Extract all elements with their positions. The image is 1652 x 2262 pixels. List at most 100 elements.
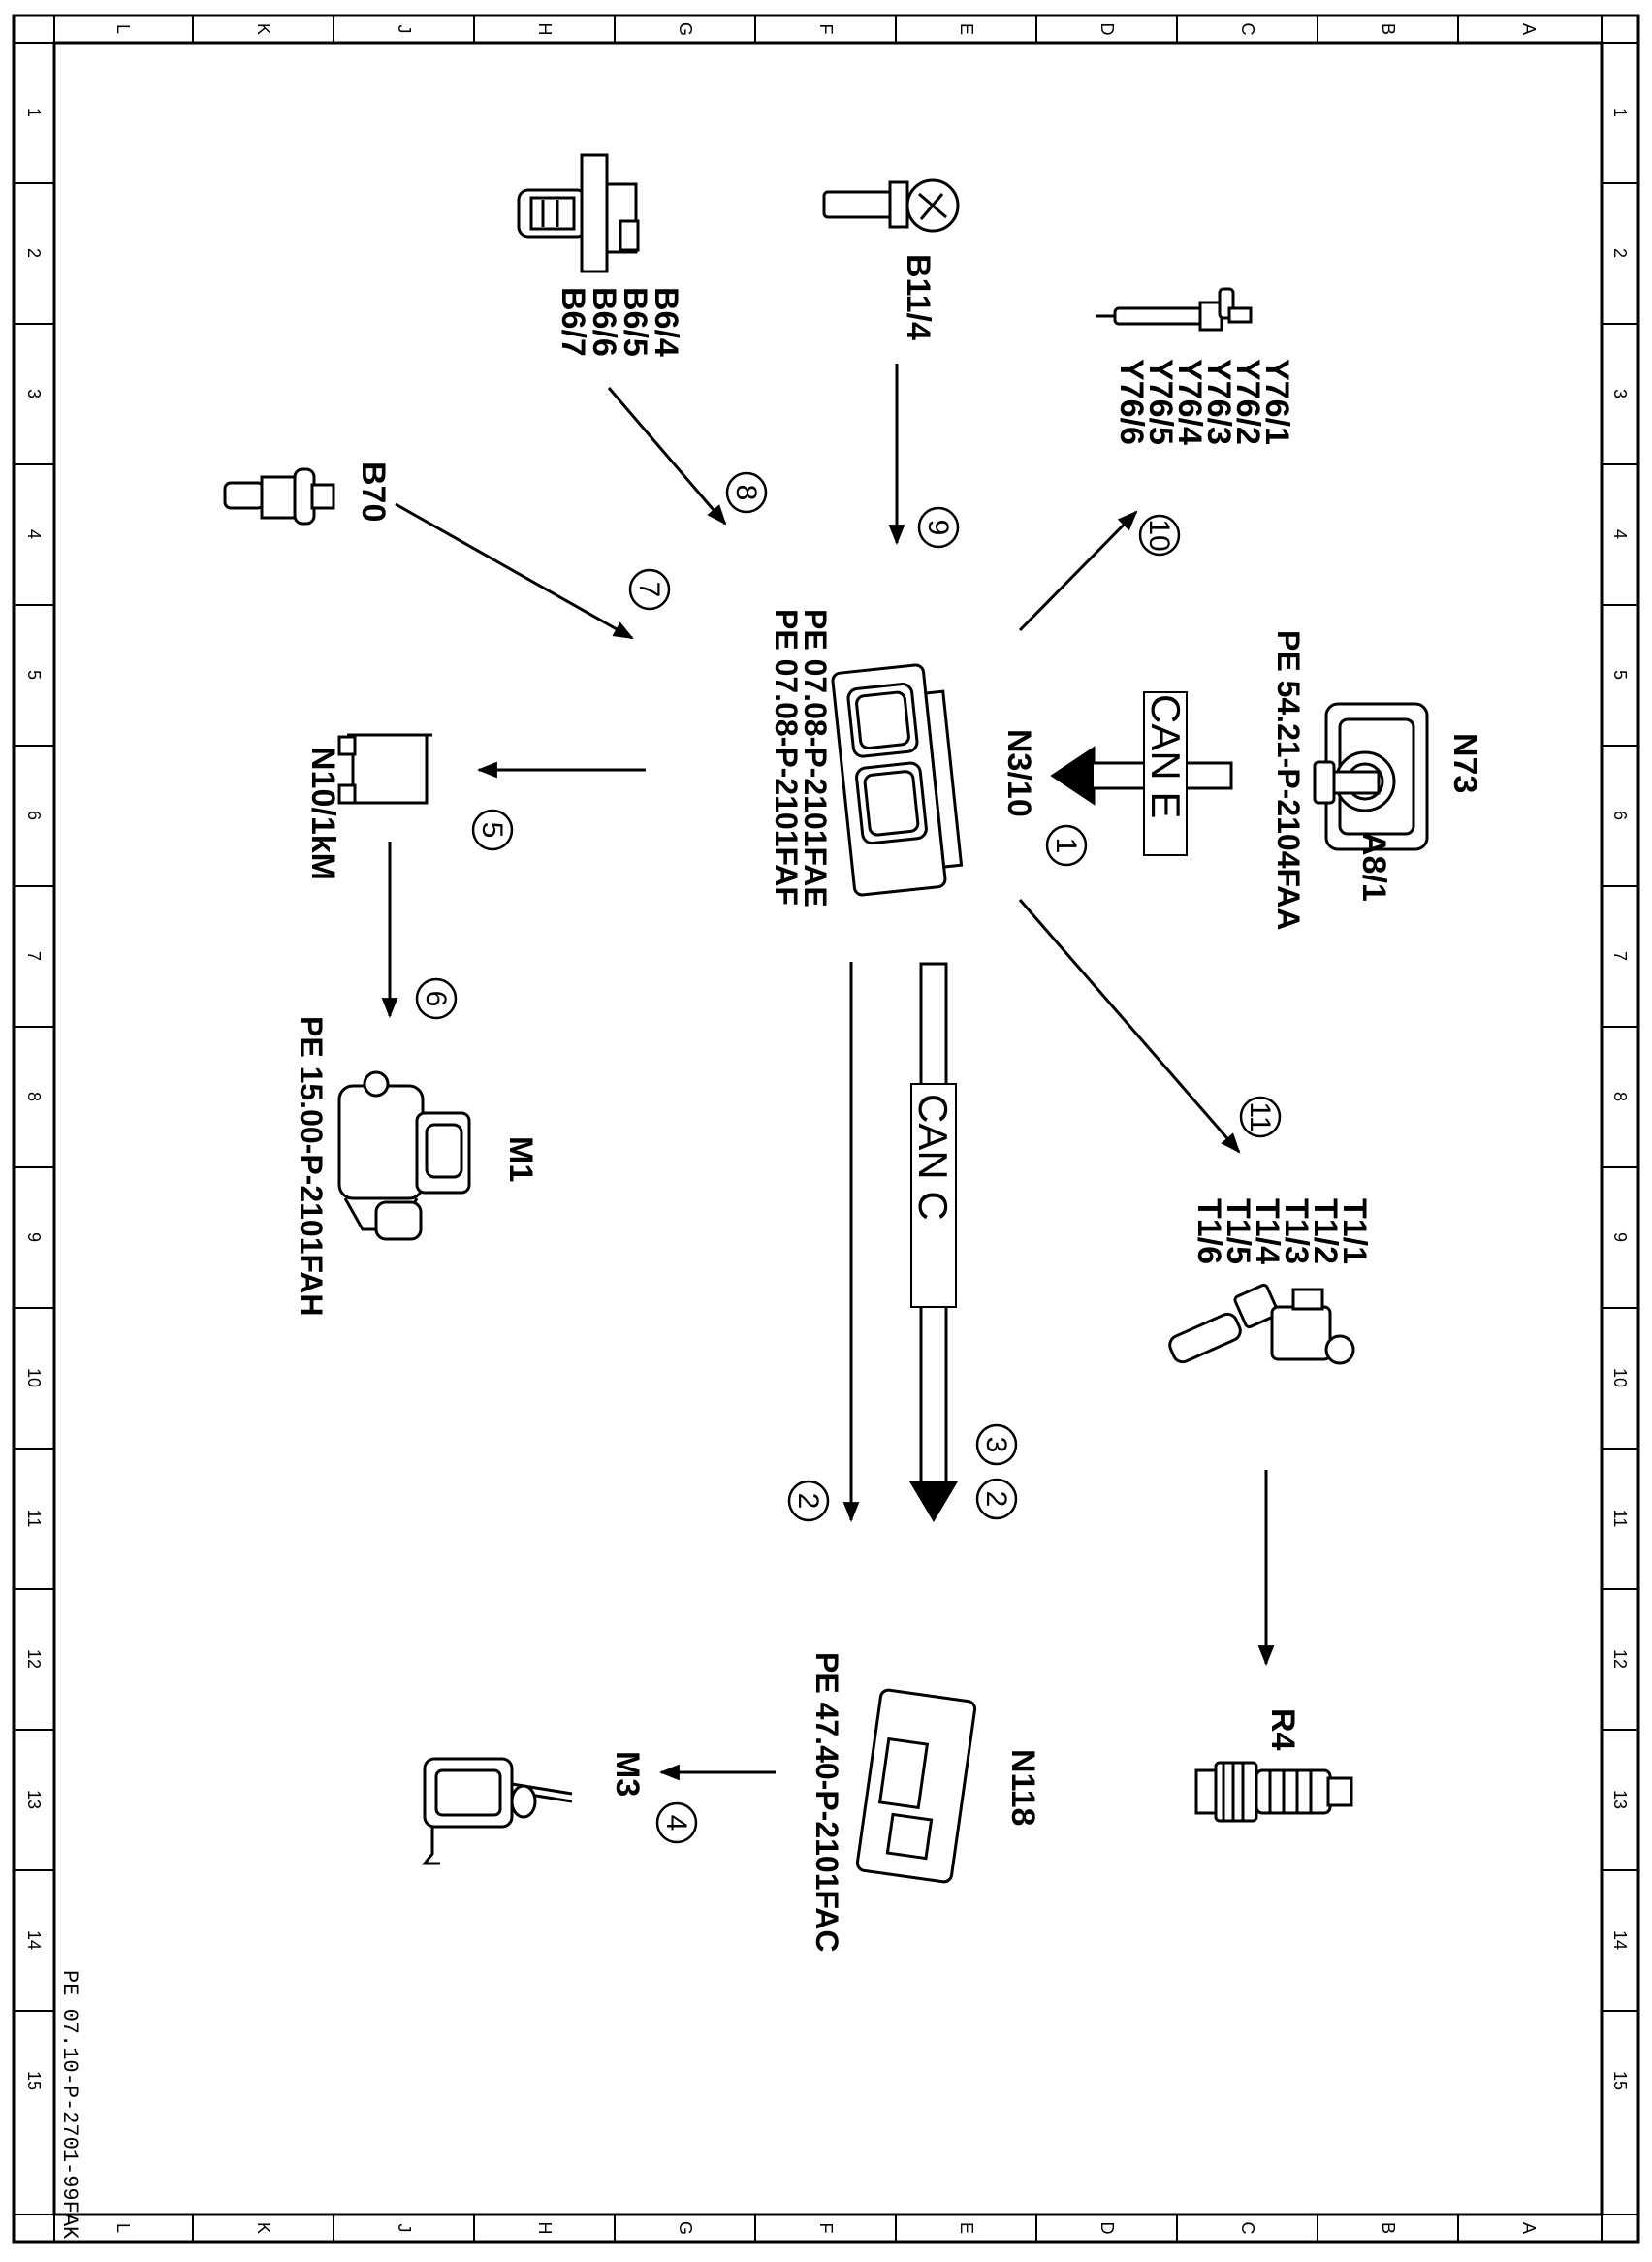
svg-text:J: J [395, 25, 414, 34]
svg-text:N3/10: N3/10 [1001, 729, 1037, 817]
svg-text:A: A [1519, 23, 1539, 35]
n73-ignition-icon [1313, 702, 1429, 851]
svg-text:5: 5 [1610, 670, 1630, 680]
svg-text:H: H [535, 2222, 555, 2235]
number-s9: 9 [922, 520, 954, 536]
svg-text:CAN C: CAN C [910, 1094, 956, 1221]
row-label-right: 6 [1610, 811, 1630, 820]
svg-text:L: L [113, 24, 133, 34]
svg-text:Y76/2: Y76/2 [1229, 359, 1266, 445]
svg-text:T1/5: T1/5 [1220, 1198, 1256, 1264]
svg-text:F: F [816, 2223, 836, 2234]
svg-text:D: D [1097, 2222, 1117, 2235]
number-s2a: 2 [792, 1493, 824, 1510]
svg-text:6: 6 [1610, 811, 1630, 820]
column-ticks [192, 16, 1459, 2242]
svg-text:N73: N73 [1446, 733, 1483, 793]
svg-text:E: E [957, 23, 976, 35]
svg-text:C: C [1238, 2222, 1257, 2235]
svg-text:4: 4 [1610, 529, 1630, 539]
row-label-left: 15 [24, 2071, 44, 2090]
column-label-top: A [1519, 23, 1539, 35]
number-s5: 5 [476, 822, 508, 839]
svg-text:3: 3 [1610, 389, 1630, 398]
column-label-top: G [676, 22, 695, 36]
r4-spark-plug-icon [1194, 1761, 1353, 1823]
svg-text:Y76/3: Y76/3 [1200, 359, 1237, 445]
svg-text:8: 8 [730, 485, 762, 501]
row-label-right: 2 [1610, 248, 1630, 258]
can-e-label: CAN E [1143, 694, 1189, 818]
column-label-bottom: G [676, 2221, 695, 2235]
number-s6: 6 [420, 991, 452, 1007]
svg-text:Y76/1: Y76/1 [1258, 359, 1295, 445]
n3-10-refs: PE 07.08-P-2101FAE PE 07.08-P-2101FAF [769, 609, 833, 908]
svg-text:A8/1: A8/1 [1355, 832, 1392, 902]
row-label-left: 5 [24, 670, 44, 680]
column-label-bottom: L [113, 2223, 133, 2233]
n118-module-icon [855, 1688, 977, 1884]
r4-label: R4 [1264, 1708, 1301, 1751]
svg-text:4: 4 [660, 1815, 692, 1832]
row-label-left: 14 [24, 1930, 44, 1950]
row-label-left: 6 [24, 811, 44, 820]
svg-text:G: G [676, 2221, 695, 2235]
svg-text:M1: M1 [502, 1136, 539, 1182]
svg-text:7: 7 [633, 582, 665, 598]
row-label-right: 14 [1610, 1930, 1630, 1950]
svg-text:T1/1: T1/1 [1336, 1198, 1373, 1264]
svg-text:PE 07.08-P-2101FAE: PE 07.08-P-2101FAE [798, 609, 833, 908]
number-s8: 8 [730, 485, 762, 501]
row-label-left: 12 [24, 1649, 44, 1669]
svg-text:CAN E: CAN E [1143, 694, 1189, 818]
svg-text:R4: R4 [1264, 1708, 1301, 1751]
row-label-left: 3 [24, 389, 44, 398]
number-s2b: 2 [980, 1491, 1012, 1508]
svg-text:15: 15 [1610, 2071, 1630, 2090]
column-label-bottom: K [254, 2222, 273, 2234]
b70-sensor-icon [223, 467, 335, 526]
column-label-bottom: H [535, 2222, 555, 2235]
svg-text:B6/6: B6/6 [586, 287, 622, 357]
row-label-left: 1 [24, 108, 44, 117]
row-label-left: 4 [24, 529, 44, 539]
svg-text:13: 13 [24, 1790, 44, 1809]
svg-text:11: 11 [1244, 1101, 1276, 1131]
row-label-right: 12 [1610, 1649, 1630, 1669]
number-s11: 11 [1244, 1101, 1276, 1131]
row-label-left: 8 [24, 1092, 44, 1101]
svg-text:14: 14 [1610, 1930, 1630, 1950]
svg-text:2: 2 [792, 1493, 824, 1510]
can-e-bus [1050, 691, 1233, 856]
svg-text:Y76/5: Y76/5 [1142, 359, 1179, 445]
svg-text:1: 1 [1610, 108, 1630, 117]
svg-text:J: J [395, 2224, 414, 2233]
svg-text:7: 7 [1610, 951, 1630, 961]
m1-label: M1 [502, 1136, 539, 1182]
column-label-bottom: C [1238, 2222, 1257, 2235]
svg-text:10: 10 [1143, 519, 1175, 551]
column-label-top: D [1097, 23, 1117, 36]
n118-ref: PE 47.40-P-2101FAC [810, 1652, 844, 1953]
svg-text:T1/4: T1/4 [1249, 1198, 1286, 1264]
can-c-label: CAN C [910, 1094, 956, 1221]
svg-text:D: D [1097, 23, 1117, 36]
column-label-bottom: J [395, 2224, 414, 2233]
svg-text:Y76/6: Y76/6 [1113, 359, 1150, 445]
column-label-top: H [535, 23, 555, 36]
column-label-bottom: F [816, 2223, 836, 2234]
row-label-left: 7 [24, 951, 44, 961]
svg-text:13: 13 [1610, 1790, 1630, 1809]
t1-labels: T1/1 T1/2 T1/3 T1/4 T1/5 T1/6 [1191, 1198, 1373, 1264]
arrow-11 [1018, 899, 1241, 1154]
m1-ref: PE 15.00-P-2101FAH [294, 1016, 329, 1317]
svg-text:2: 2 [24, 248, 44, 258]
svg-text:1: 1 [1050, 838, 1082, 854]
svg-text:T1/6: T1/6 [1191, 1198, 1227, 1264]
svg-text:12: 12 [24, 1649, 44, 1669]
svg-text:K: K [254, 23, 273, 35]
t1-ignition-coil-icon [1168, 1283, 1355, 1365]
